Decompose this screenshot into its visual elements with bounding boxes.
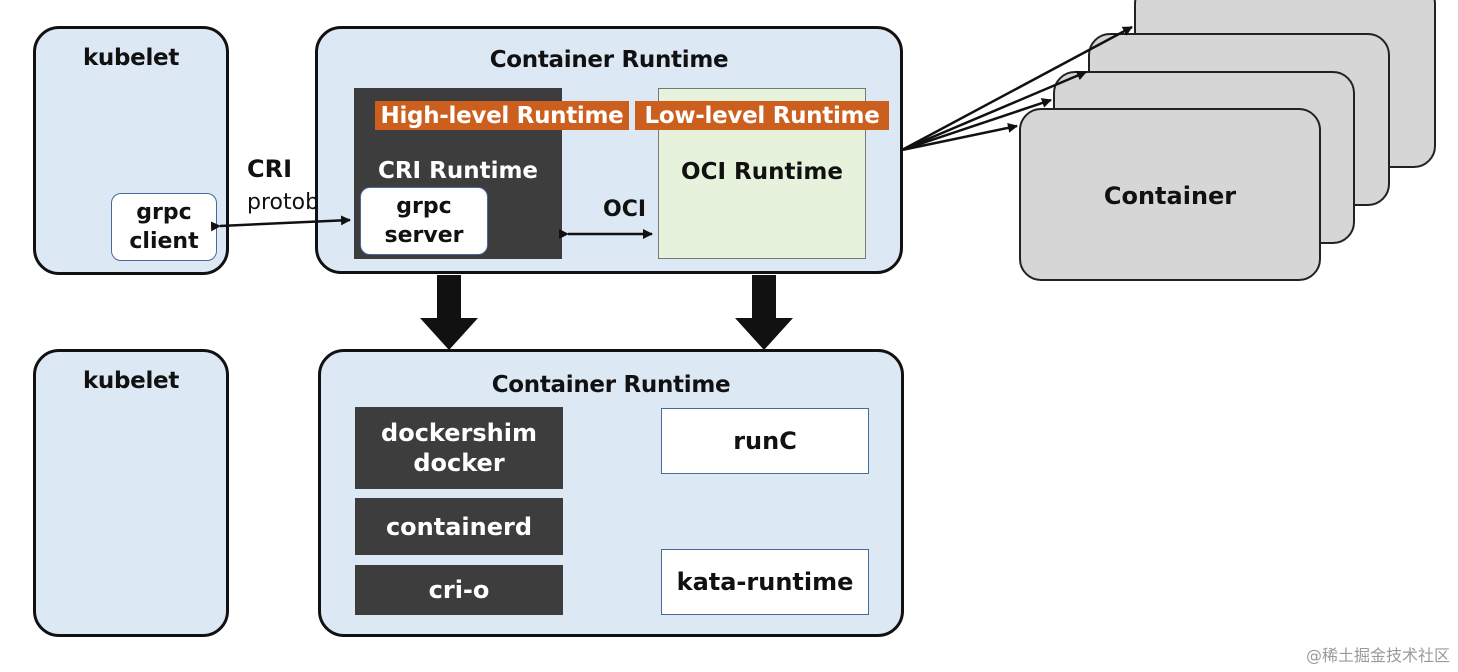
- down-arrow-right: [735, 275, 793, 350]
- impl-kata-label: kata-runtime: [676, 568, 854, 596]
- container-arrow-2: [901, 70, 1087, 152]
- kubelet-box-top: kubelet grpc client: [33, 26, 229, 275]
- kubelet-box-bottom: kubelet: [33, 349, 229, 637]
- cri-label: CRI: [247, 155, 293, 183]
- container-runtime-title-bottom: Container Runtime: [491, 372, 731, 398]
- kubelet-title-bottom: kubelet: [82, 368, 180, 394]
- impl-kata-runtime: kata-runtime: [661, 549, 869, 615]
- high-level-runtime-label: High-level Runtime: [375, 101, 629, 130]
- container-arrow-3: [901, 98, 1052, 152]
- impl-cri-o-label: cri-o: [428, 576, 490, 604]
- cri-arrow: [210, 215, 351, 232]
- cri-runtime-label: CRI Runtime: [377, 158, 539, 184]
- impl-containerd-label: containerd: [385, 512, 533, 541]
- grpc-client-line2: client: [129, 229, 199, 254]
- low-level-runtime-label: Low-level Runtime: [635, 101, 889, 130]
- container-arrow-1: [901, 25, 1133, 152]
- impl-dockershim-docker: dockershim docker: [355, 407, 563, 489]
- grpc-server-box: grpc server: [360, 187, 488, 255]
- down-arrow-left: [420, 275, 478, 350]
- container-card-1: Container: [1019, 108, 1321, 281]
- impl-containerd: containerd: [355, 498, 563, 555]
- grpc-client-line1: grpc: [136, 200, 192, 225]
- container-runtime-title-top: Container Runtime: [489, 47, 729, 73]
- container-label: Container: [1103, 182, 1237, 210]
- impl-runc-label: runC: [733, 427, 797, 455]
- impl-runc: runC: [661, 408, 869, 474]
- kubelet-title: kubelet: [82, 45, 180, 71]
- container-arrow-4: [901, 122, 1018, 152]
- oci-runtime-label: OCI Runtime: [681, 159, 843, 185]
- grpc-server-line1: grpc: [396, 194, 452, 219]
- grpc-server-line2: server: [384, 223, 464, 248]
- oci-label: OCI: [603, 197, 647, 222]
- grpc-client-box: grpc client: [111, 193, 217, 261]
- impl-cri-o: cri-o: [355, 565, 563, 615]
- watermark: @稀土掘金技术社区: [1305, 646, 1450, 665]
- impl-dockershim-line2: docker: [413, 449, 505, 477]
- impl-dockershim-line1: dockershim: [381, 419, 537, 447]
